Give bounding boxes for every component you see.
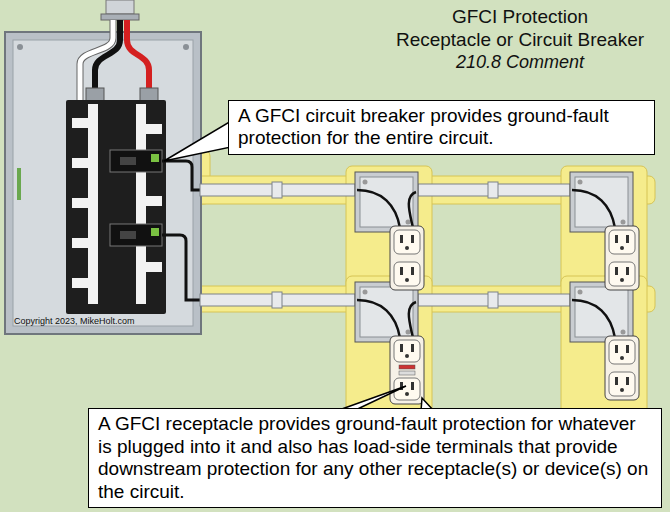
line-wire bbox=[127, 20, 149, 92]
outlet-box bbox=[570, 282, 633, 342]
bus-finger bbox=[72, 198, 98, 208]
coupling bbox=[488, 292, 498, 308]
diagram-subtitle: Receptacle or Circuit Breaker bbox=[370, 29, 670, 51]
receptacle bbox=[605, 336, 639, 400]
gfci-breaker bbox=[110, 224, 162, 246]
busbar bbox=[72, 104, 162, 304]
box-wire bbox=[357, 300, 400, 338]
gfci-breaker bbox=[110, 150, 162, 172]
callout-text: A GFCI circuit breaker provides ground-f… bbox=[238, 105, 645, 150]
main-lug bbox=[140, 88, 158, 102]
circuit-highlight bbox=[561, 166, 647, 294]
callout-pointer bbox=[164, 118, 236, 161]
panel-back bbox=[13, 40, 193, 326]
circuit-wire bbox=[162, 235, 205, 300]
bus-finger bbox=[72, 158, 98, 168]
service-conduit bbox=[106, 0, 134, 14]
circuit-highlight bbox=[561, 276, 647, 414]
circuit-wire bbox=[162, 161, 205, 190]
gfci-receptacle bbox=[390, 336, 424, 404]
box-wire bbox=[357, 190, 400, 228]
receptacle bbox=[390, 226, 424, 290]
bus-finger bbox=[136, 124, 162, 134]
bus-finger bbox=[72, 238, 98, 248]
coupling bbox=[488, 182, 498, 198]
panel-interior bbox=[66, 100, 166, 314]
bus-finger bbox=[72, 118, 98, 128]
copyright-note: Copyright 2023, MikeHolt.com bbox=[14, 316, 194, 326]
code-reference: 210.8 Comment bbox=[370, 52, 670, 73]
callout-text: A GFCI receptacle provides ground-fault … bbox=[98, 413, 652, 503]
coupling bbox=[272, 182, 282, 198]
screw bbox=[17, 44, 23, 50]
box-wire bbox=[572, 300, 615, 338]
bus-finger bbox=[136, 196, 162, 206]
box-wire bbox=[357, 190, 615, 338]
bus-finger bbox=[72, 278, 98, 288]
callout-box: A GFCI circuit breaker provides ground-f… bbox=[228, 100, 655, 155]
locknut bbox=[101, 14, 139, 20]
outlet-box bbox=[570, 172, 633, 232]
circuit-highlight bbox=[150, 150, 655, 414]
coupling bbox=[272, 292, 282, 308]
outlet-box bbox=[355, 282, 418, 342]
test-button bbox=[151, 228, 159, 236]
main-lug bbox=[86, 88, 104, 102]
breaker-handle bbox=[120, 231, 136, 239]
line-wire bbox=[95, 20, 120, 92]
box-wire bbox=[572, 190, 615, 228]
box-wire bbox=[409, 302, 416, 338]
box-wire bbox=[409, 192, 416, 228]
panel-latch bbox=[17, 168, 21, 200]
screw bbox=[183, 44, 189, 50]
breaker-handle bbox=[120, 157, 136, 165]
test-button bbox=[151, 154, 159, 162]
diagram-title: GFCI Protection bbox=[370, 6, 670, 28]
bus-finger bbox=[136, 262, 162, 272]
panel-enclosure bbox=[5, 32, 201, 334]
receptacle bbox=[605, 226, 639, 290]
callout-box: A GFCI receptacle provides ground-fault … bbox=[88, 408, 662, 508]
outlet-box bbox=[355, 172, 418, 232]
